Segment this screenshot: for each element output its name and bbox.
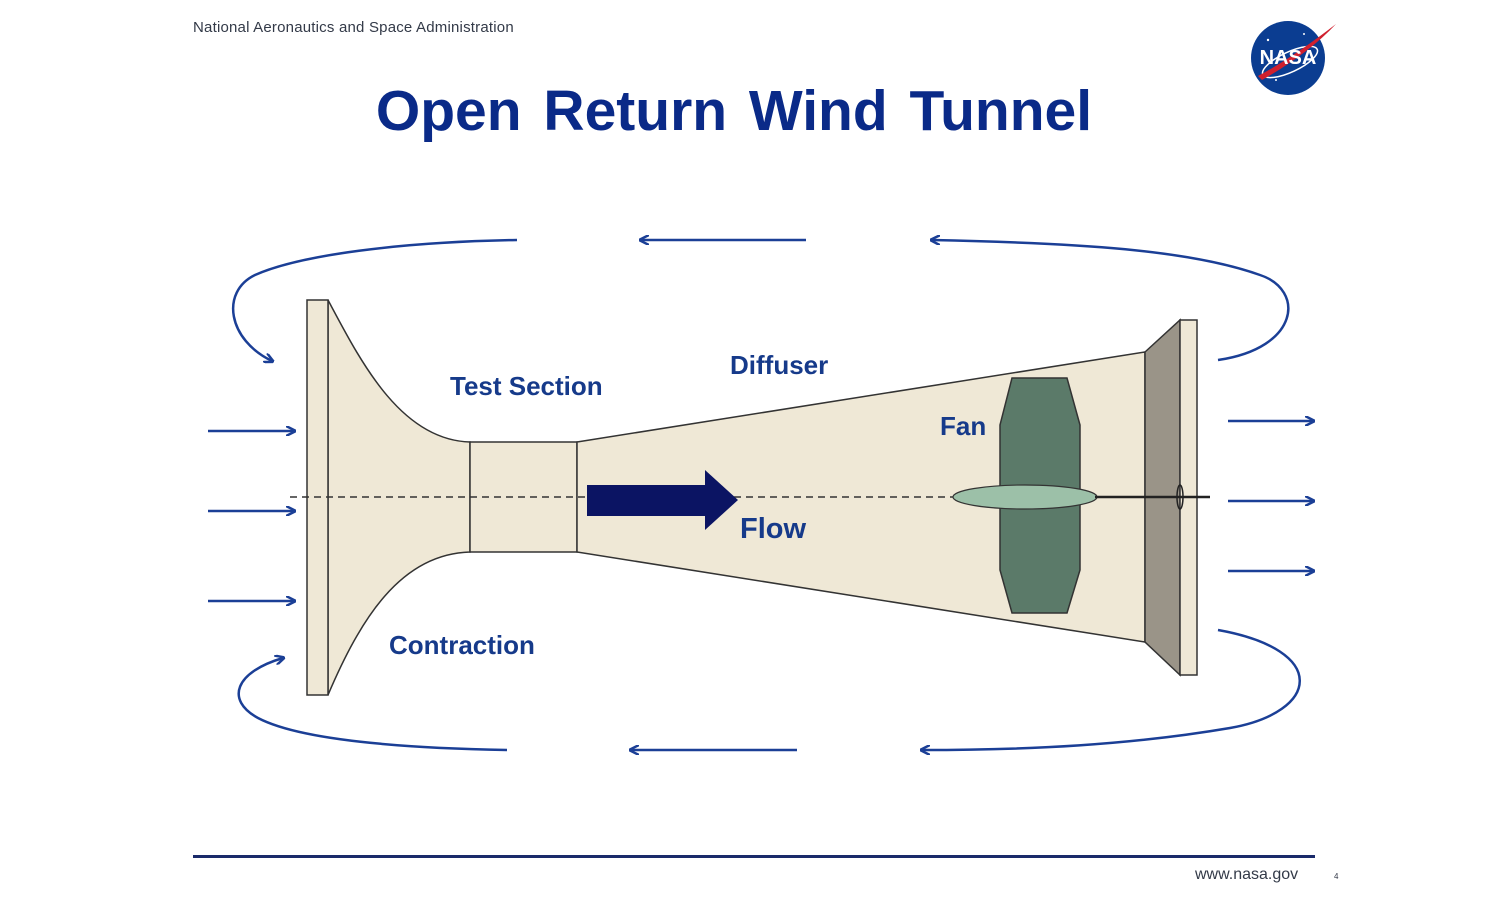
organization-name: National Aeronautics and Space Administr…	[193, 19, 514, 36]
footer-url: www.nasa.gov	[1195, 866, 1299, 883]
return-arrow-top-right	[932, 240, 1290, 362]
return-arrow-bottom-right	[922, 628, 1301, 750]
footer-divider	[193, 855, 1315, 858]
fan-shaft-bearing	[1176, 484, 1184, 510]
flow-arrow	[587, 470, 738, 530]
label-fan: Fan	[940, 411, 986, 441]
label-flow: Flow	[740, 513, 806, 545]
logo-text: NASA	[1260, 47, 1317, 69]
label-diffuser: Diffuser	[730, 350, 828, 380]
fan-hub	[952, 484, 1098, 510]
return-arrow-bottom-left	[237, 658, 508, 752]
nasa-logo: NASA	[1251, 21, 1336, 95]
label-contraction: Contraction	[389, 630, 535, 660]
page-number: 4	[1334, 872, 1339, 881]
page-title: Open Return Wind Tunnel	[375, 79, 1093, 143]
label-test-section: Test Section	[450, 371, 603, 401]
return-arrow-top-left	[231, 238, 518, 361]
